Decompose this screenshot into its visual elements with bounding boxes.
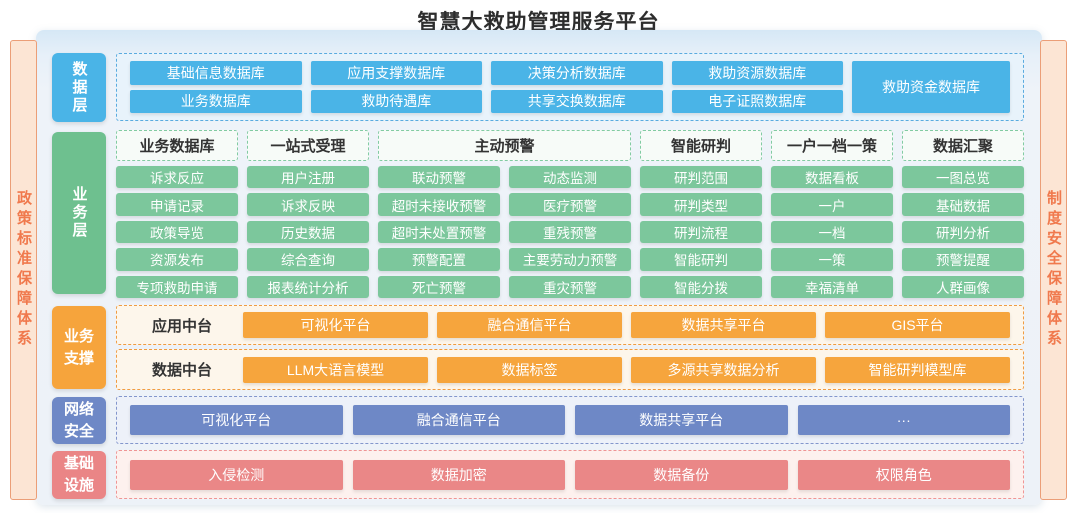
business-item: 历史数据: [247, 220, 369, 244]
support-data-middle-platform-band: 数据中台 LLM大语言模型 数据标签 多源共享数据分析 智能研判模型库: [116, 349, 1024, 390]
business-column-household-file-policy: 一户一档一策 数据看板 一户 一档 一策 幸福清单: [771, 130, 893, 299]
left-pillar-policy-standards: 政策标准保障体系: [10, 40, 37, 500]
business-item: 预警提醒: [902, 248, 1024, 271]
business-item: 研判流程: [640, 220, 762, 244]
business-item: 智能研判: [640, 248, 762, 271]
business-item: 智能分拨: [640, 275, 762, 299]
early-warning-grid: 联动预警 动态监测 超时未接收预警 医疗预警 超时未处置预警 重残预警 预警配置…: [378, 166, 631, 298]
network-security-label: 网络安全: [52, 397, 106, 444]
business-item: 用户注册: [247, 166, 369, 189]
column-header: 业务数据库: [116, 130, 238, 161]
database-box: 基础信息数据库: [130, 61, 302, 85]
middle-platform-name: 应用中台: [151, 317, 212, 335]
business-column-early-warning: 主动预警 联动预警 动态监测 超时未接收预警 医疗预警 超时未处置预警 重残预警…: [378, 130, 631, 298]
database-box-tall: 救助资金数据库: [852, 61, 1010, 113]
infra-box: 权限角色: [797, 459, 1010, 490]
platform-box: 多源共享数据分析: [631, 356, 816, 383]
business-item: 联动预警: [378, 166, 500, 189]
business-item: 政策导览: [116, 220, 238, 244]
database-box: 业务数据库: [130, 89, 302, 113]
business-item: 一策: [771, 248, 893, 271]
middle-platform-name: 数据中台: [151, 362, 212, 379]
platform-box: 智能研判模型库: [825, 356, 1010, 383]
support-layer-label: 业务支撑: [52, 306, 106, 389]
business-item: 一图总览: [902, 166, 1024, 189]
platform-box: 融合通信平台: [437, 312, 622, 338]
column-header: 智能研判: [640, 130, 762, 161]
business-item: 研判范围: [640, 166, 762, 189]
column-header: 一户一档一策: [771, 130, 893, 161]
right-pillar-label: 制度安全保障体系: [1045, 190, 1062, 350]
business-item: 一户: [771, 193, 893, 216]
business-item: 诉求反映: [247, 193, 369, 216]
support-app-middle-platform-band: 应用中台 可视化平台 融合通信平台 数据共享平台 GIS平台: [116, 305, 1024, 345]
business-item: 幸福清单: [771, 275, 893, 299]
business-item: 数据看板: [771, 166, 893, 189]
network-security-band: 可视化平台 融合通信平台 数据共享平台 ···: [116, 396, 1024, 444]
platform-box: GIS平台: [825, 312, 1010, 338]
business-item: 医疗预警: [509, 193, 631, 216]
infra-box: 入侵检测: [130, 459, 343, 490]
business-item: 诉求反应: [116, 166, 238, 189]
business-item: 资源发布: [116, 248, 238, 271]
infrastructure-label: 基础设施: [52, 451, 106, 499]
business-item: 一档: [771, 220, 893, 244]
business-item: 动态监测: [509, 166, 631, 189]
data-layer-band: 基础信息数据库 应用支撑数据库 决策分析数据库 救助资源数据库 救助资金数据库 …: [116, 53, 1024, 121]
business-layer-band: 业务数据库 诉求反应 申请记录 政策导览 资源发布 专项救助申请 一站式受理 用…: [116, 130, 1024, 299]
business-column-db: 业务数据库 诉求反应 申请记录 政策导览 资源发布 专项救助申请: [116, 130, 238, 299]
right-pillar-institution-security: 制度安全保障体系: [1040, 40, 1067, 500]
left-pillar-label: 政策标准保障体系: [15, 190, 32, 350]
platform-box: 可视化平台: [243, 312, 428, 338]
business-item: 重灾预警: [509, 275, 631, 298]
business-column-smart-analysis: 智能研判 研判范围 研判类型 研判流程 智能研判 智能分拨: [640, 130, 762, 299]
database-box: 共享交换数据库: [491, 89, 663, 113]
network-box: 融合通信平台: [352, 405, 565, 435]
business-item: 申请记录: [116, 193, 238, 216]
network-box: 数据共享平台: [575, 405, 788, 435]
platform-box: 数据共享平台: [631, 312, 816, 338]
business-item: 基础数据: [902, 193, 1024, 216]
business-item: 死亡预警: [378, 275, 500, 298]
business-item: 综合查询: [247, 248, 369, 271]
column-header: 一站式受理: [247, 130, 369, 161]
business-item: 专项救助申请: [116, 275, 238, 299]
business-item: 主要劳动力预警: [509, 248, 631, 271]
infra-box: 数据加密: [352, 459, 565, 490]
network-box: 可视化平台: [130, 405, 343, 435]
business-item: 研判分析: [902, 220, 1024, 244]
column-header: 主动预警: [378, 130, 631, 161]
database-box: 救助资源数据库: [671, 61, 843, 85]
network-box-ellipsis: ···: [797, 405, 1010, 435]
business-column-data-aggregation: 数据汇聚 一图总览 基础数据 研判分析 预警提醒 人群画像: [902, 130, 1024, 299]
business-item: 研判类型: [640, 193, 762, 216]
infra-box: 数据备份: [575, 459, 788, 490]
business-item: 超时未接收预警: [378, 193, 500, 216]
business-item: 重残预警: [509, 220, 631, 244]
platform-box: LLM大语言模型: [243, 356, 428, 383]
data-layer-label: 数据层: [52, 53, 106, 122]
database-box: 电子证照数据库: [671, 89, 843, 113]
database-box: 应用支撑数据库: [310, 61, 482, 85]
platform-box: 数据标签: [437, 356, 622, 383]
business-item: 预警配置: [378, 248, 500, 271]
infrastructure-band: 入侵检测 数据加密 数据备份 权限角色: [116, 450, 1024, 499]
column-header: 数据汇聚: [902, 130, 1024, 161]
business-layer-label: 业务层: [52, 132, 106, 294]
database-box: 救助待遇库: [310, 89, 482, 113]
business-column-one-stop: 一站式受理 用户注册 诉求反映 历史数据 综合查询 报表统计分析: [247, 130, 369, 299]
page-title: 智慧大救助管理服务平台: [417, 11, 660, 34]
business-item: 超时未处置预警: [378, 220, 500, 244]
business-item: 报表统计分析: [247, 275, 369, 299]
business-item: 人群画像: [902, 275, 1024, 299]
database-box: 决策分析数据库: [491, 61, 663, 85]
